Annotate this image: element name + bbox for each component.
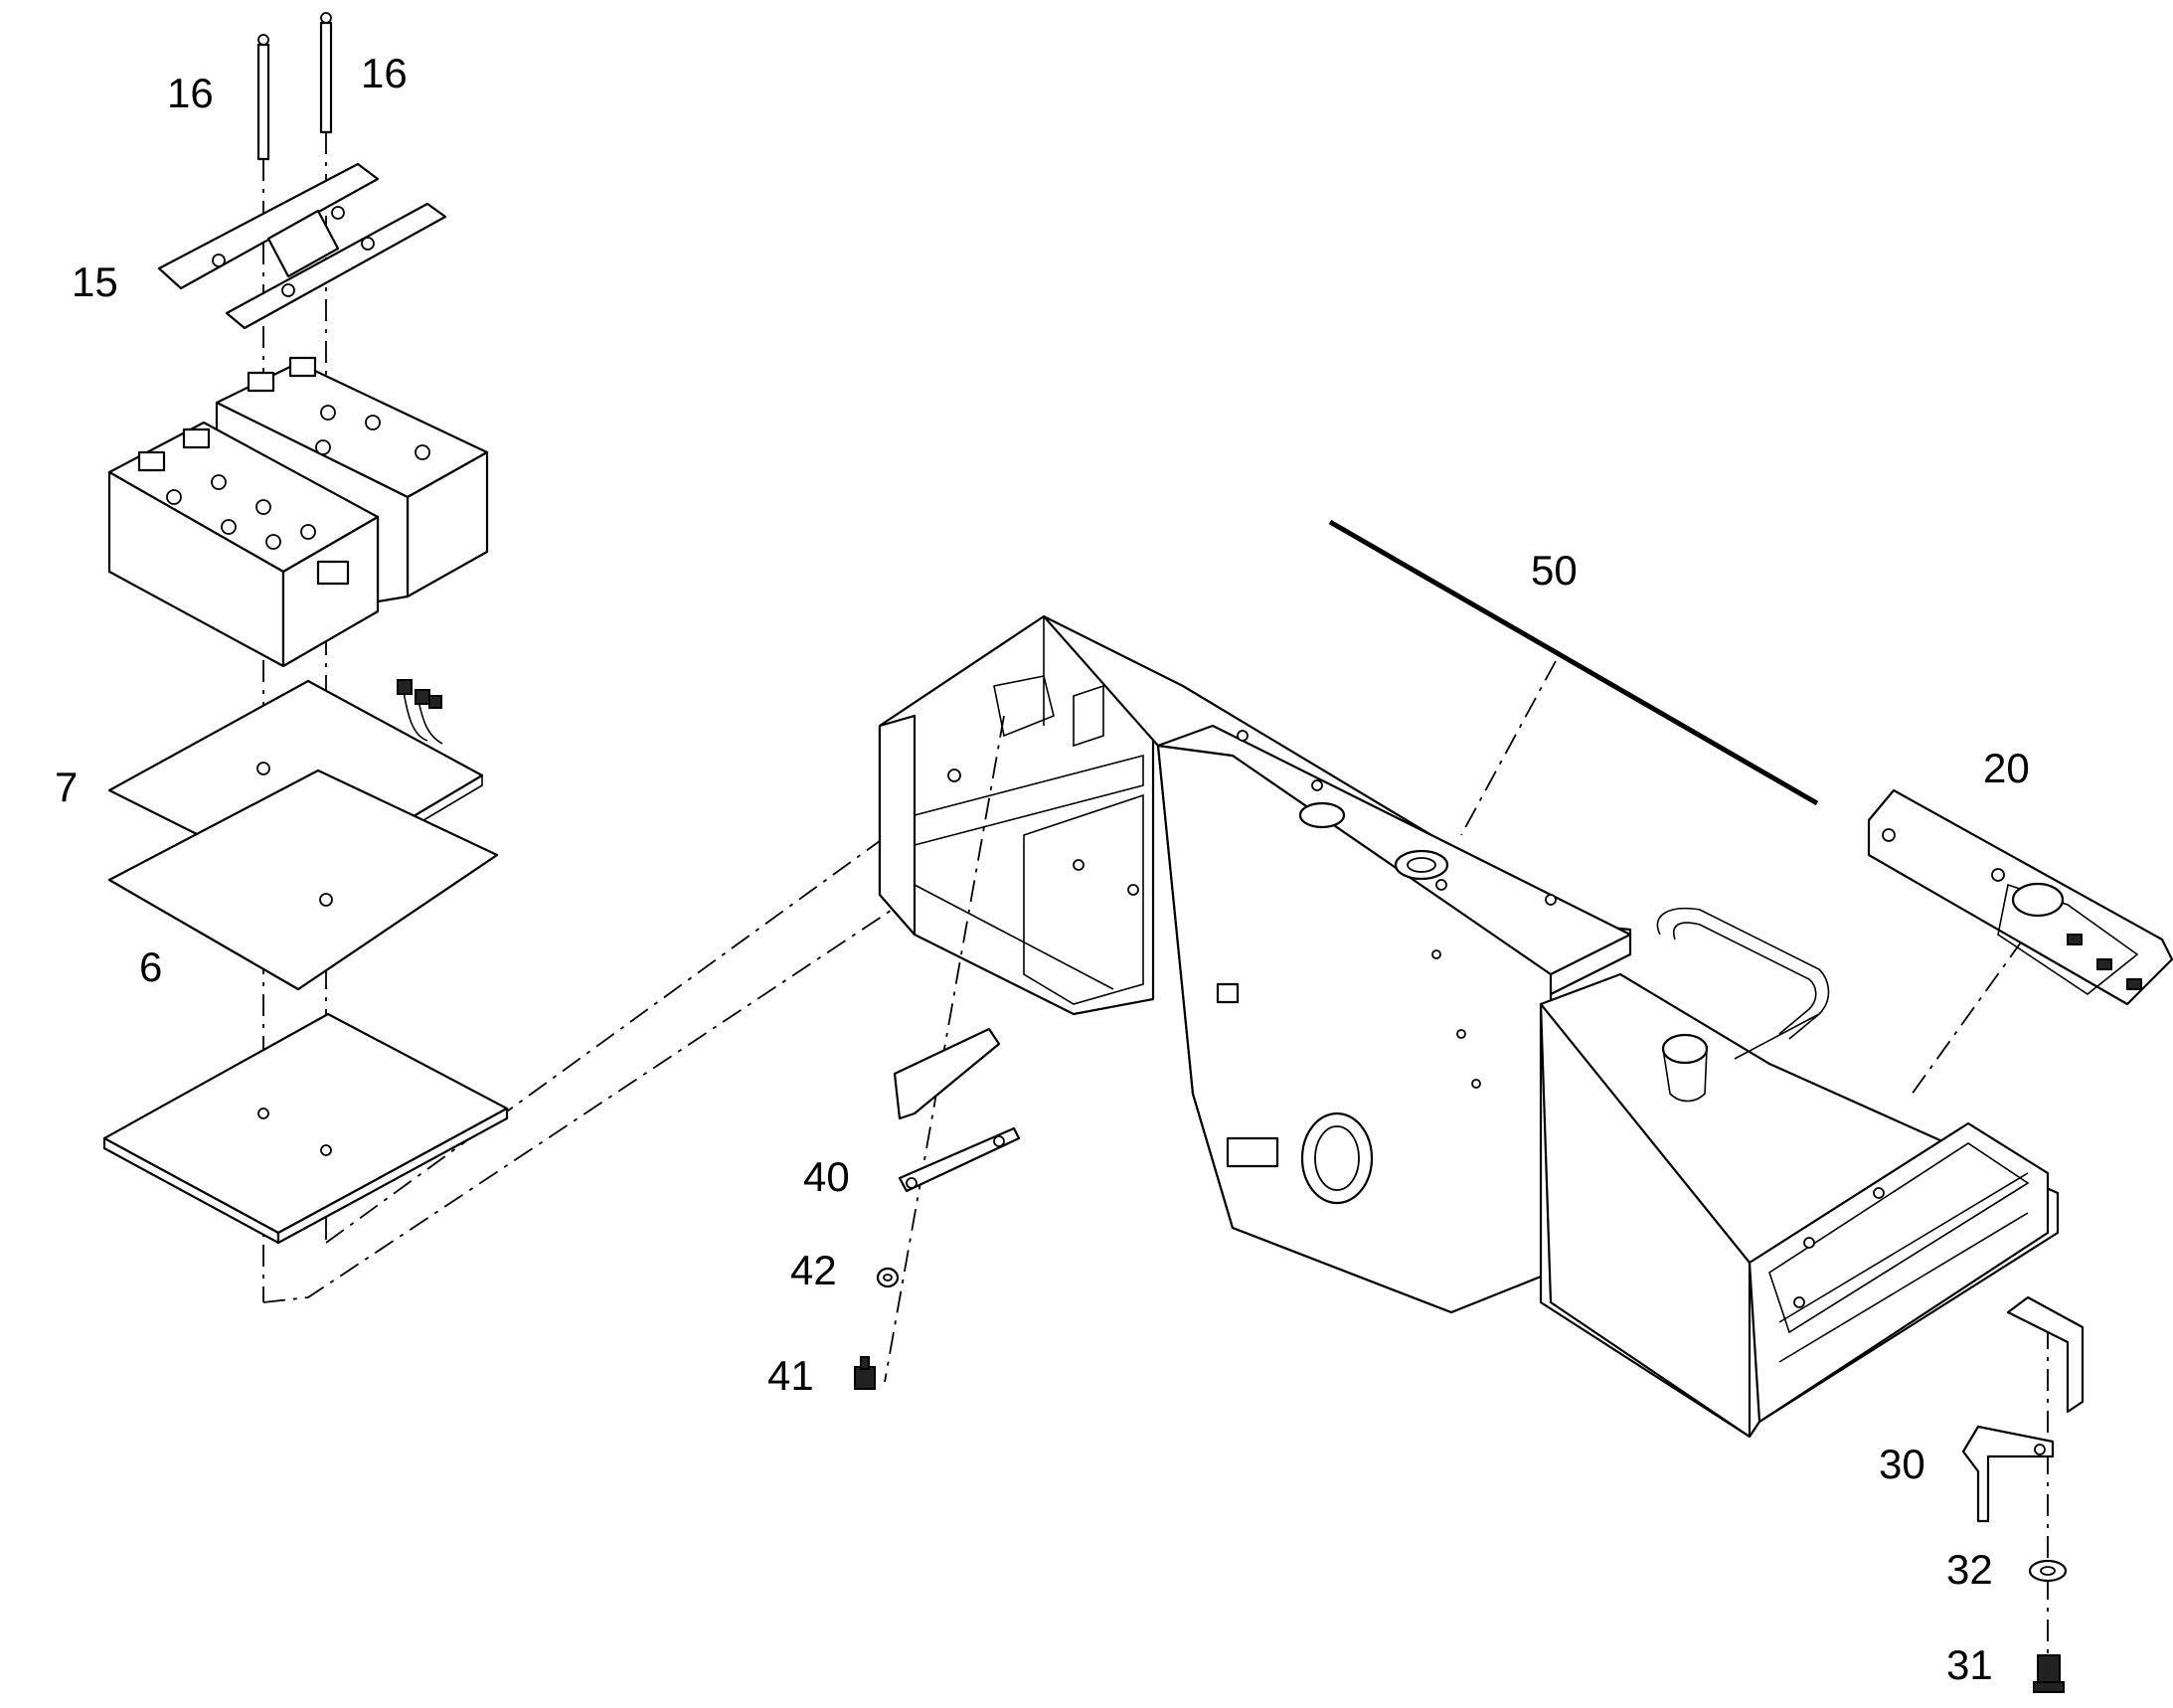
bracket-40-upper	[893, 1027, 1001, 1120]
clamp-15	[157, 162, 447, 330]
callout-6: 6	[139, 943, 163, 990]
bracket-30-upper	[2006, 1295, 2085, 1414]
callout-41: 41	[767, 1352, 814, 1399]
mat-6	[107, 769, 499, 991]
bolt-41	[854, 1356, 876, 1390]
callout-31: 31	[1946, 1641, 1993, 1688]
callout-15: 15	[72, 258, 118, 305]
battery-front	[107, 421, 380, 668]
bracket-30	[1961, 1425, 2055, 1523]
rod-16-left	[256, 34, 270, 161]
rod-16-right	[319, 12, 333, 134]
callout-20: 20	[1983, 745, 2030, 791]
callout-7: 7	[55, 764, 79, 810]
callout-50: 50	[1531, 547, 1578, 594]
callout-40: 40	[803, 1153, 850, 1200]
washer-42	[876, 1267, 900, 1288]
callout-16-left: 16	[167, 70, 214, 116]
callout-16-right: 16	[361, 50, 408, 96]
bolt-31	[2033, 1654, 2065, 1693]
washer-32	[2028, 1559, 2068, 1583]
callout-30: 30	[1879, 1441, 1925, 1487]
battery-tray	[102, 1012, 509, 1245]
callout-42: 42	[790, 1247, 837, 1293]
callout-32: 32	[1946, 1546, 1993, 1593]
strap-40	[898, 1126, 1021, 1193]
frame-50	[878, 614, 2060, 1439]
cover-20	[1867, 788, 2173, 1006]
